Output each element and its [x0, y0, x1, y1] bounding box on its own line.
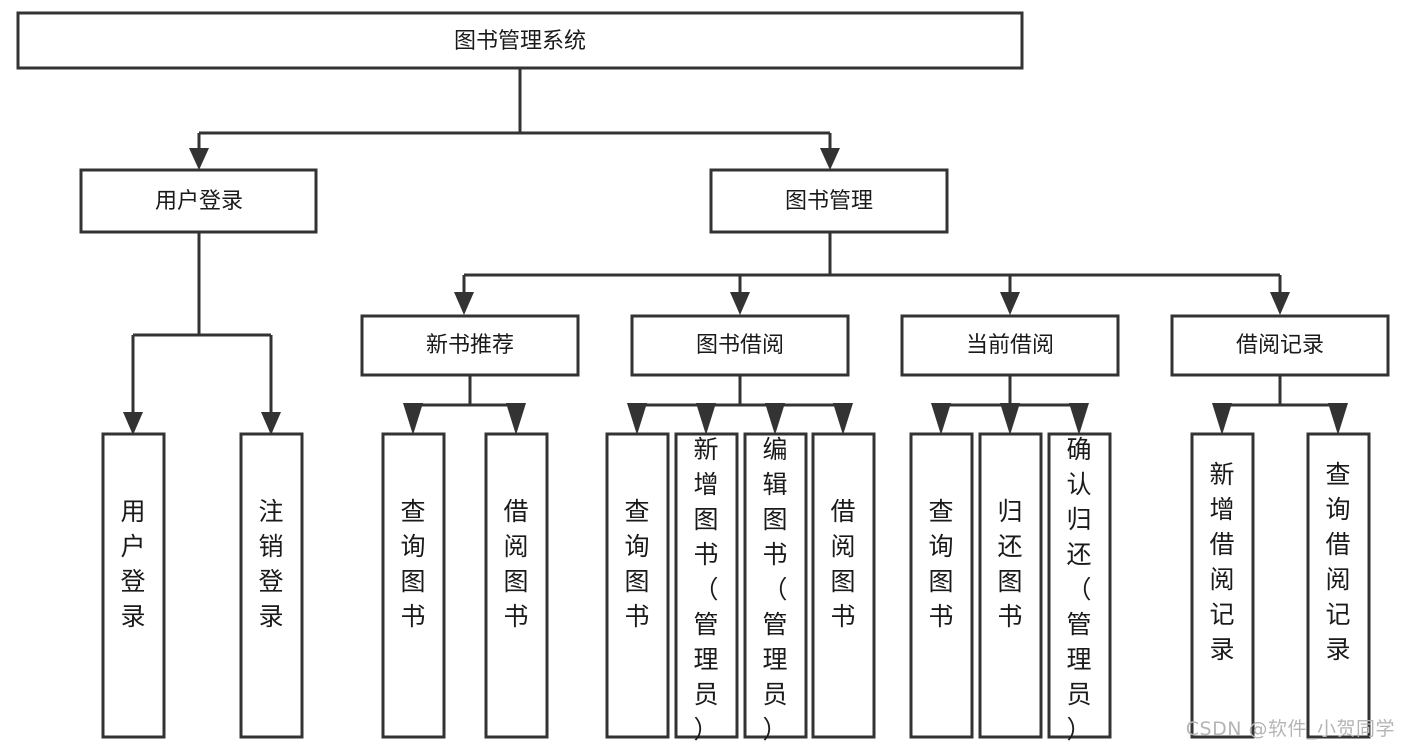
arrow-head-currentborrow: [1000, 292, 1020, 315]
leaf-node-borrow-book-2[interactable]: 借阅图书: [811, 432, 876, 739]
leaf-node-borrow-book-2-label: 借阅图书: [830, 497, 855, 631]
arrow-head-newbook-leaf-1: [403, 403, 423, 435]
node-current-borrow[interactable]: 当前借阅: [900, 314, 1120, 377]
leaf-node-user-login-label: 用户登录: [120, 497, 145, 631]
connector-group-newbook: [403, 375, 526, 435]
arrow-head-currentborrow-leaf-3: [1069, 403, 1089, 435]
arrow-head-borrowrecord: [1270, 292, 1290, 315]
leaf-node-logout-label: 注销登录: [258, 497, 283, 631]
leaf-node-query-book-1-label: 查询图书: [400, 497, 425, 631]
leaf-node-borrow-book-1-box[interactable]: [484, 432, 549, 739]
connector-group-user-login: [123, 232, 281, 435]
node-borrow-record-box[interactable]: [1170, 314, 1390, 377]
arrow-head-book-mgmt: [820, 148, 840, 170]
node-root-system[interactable]: 图书管理系统: [16, 11, 1024, 70]
leaf-node-confirm-return-box[interactable]: [1047, 432, 1112, 739]
arrow-head-newbook-leaf-2: [506, 403, 526, 435]
arrow-head-bookborrow-leaf-1: [627, 403, 647, 435]
node-book-management-box[interactable]: [709, 168, 949, 234]
node-book-borrow-label: 图书借阅: [696, 333, 784, 358]
node-new-book-recommend[interactable]: 新书推荐: [360, 314, 580, 377]
leaf-node-edit-book[interactable]: 编辑图书（管理员）: [743, 432, 808, 744]
connector-group-borrowrecord: [1212, 375, 1348, 435]
connector-group-currentborrow: [931, 375, 1089, 435]
arrow-head-currentborrow-leaf-2: [1000, 403, 1020, 435]
node-current-borrow-label: 当前借阅: [966, 333, 1054, 358]
leaf-node-query-book-2-box[interactable]: [605, 432, 670, 739]
leaf-node-user-login[interactable]: 用户登录: [101, 432, 166, 739]
node-book-borrow-box[interactable]: [630, 314, 850, 377]
node-user-login-box[interactable]: [79, 168, 318, 234]
leaf-node-borrow-book-2-box[interactable]: [811, 432, 876, 739]
csdn-watermark: CSDN @软件_小贺同学: [1185, 718, 1395, 740]
node-borrow-record-label: 借阅记录: [1236, 333, 1324, 358]
node-user-login-label: 用户登录: [155, 189, 243, 214]
node-new-book-recommend-box[interactable]: [360, 314, 580, 377]
leaf-node-query-borrow-record[interactable]: 查询借阅记录: [1306, 432, 1371, 739]
leaf-node-logout[interactable]: 注销登录: [239, 432, 304, 739]
node-user-login[interactable]: 用户登录: [79, 168, 318, 234]
leaf-node-logout-box[interactable]: [239, 432, 304, 739]
leaf-node-query-borrow-record-box[interactable]: [1306, 432, 1371, 739]
arrow-head-currentborrow-leaf-1: [931, 403, 951, 435]
node-book-management[interactable]: 图书管理: [709, 168, 949, 234]
node-borrow-record[interactable]: 借阅记录: [1170, 314, 1390, 377]
leaf-node-confirm-return[interactable]: 确认归还（管理员）: [1047, 432, 1112, 744]
leaf-node-query-book-1-box[interactable]: [381, 432, 446, 739]
leaf-node-query-book-1[interactable]: 查询图书: [381, 432, 446, 739]
arrow-head-bookborrow: [730, 292, 750, 315]
arrow-head-borrowrecord-leaf-2: [1328, 403, 1348, 435]
node-current-borrow-box[interactable]: [900, 314, 1120, 377]
leaf-node-query-book-3[interactable]: 查询图书: [909, 432, 974, 739]
node-root-system-box[interactable]: [16, 11, 1024, 70]
leaf-node-query-book-2[interactable]: 查询图书: [605, 432, 670, 739]
node-root-system-label: 图书管理系统: [454, 29, 586, 54]
leaf-node-add-book[interactable]: 新增图书（管理员）: [674, 432, 739, 744]
leaf-node-borrow-book-1[interactable]: 借阅图书: [484, 432, 549, 739]
leaf-node-edit-book-box[interactable]: [743, 432, 808, 739]
leaf-node-add-borrow-record-label: 新增借阅记录: [1209, 460, 1234, 664]
arrow-head-newbook: [454, 292, 474, 315]
leaf-node-return-book-label: 归还图书: [997, 497, 1022, 631]
leaf-node-edit-book-label: 编辑图书（管理员）: [762, 435, 787, 744]
node-book-management-label: 图书管理: [785, 189, 873, 214]
leaf-node-return-book[interactable]: 归还图书: [978, 432, 1043, 739]
arrow-head-borrowrecord-leaf-1: [1212, 403, 1232, 435]
leaf-node-add-borrow-record[interactable]: 新增借阅记录: [1190, 432, 1255, 739]
node-book-borrow[interactable]: 图书借阅: [630, 314, 850, 377]
leaf-node-user-login-box[interactable]: [101, 432, 166, 739]
arrow-head-user-login: [189, 148, 209, 170]
arrow-head-bookborrow-leaf-4: [833, 403, 853, 435]
leaf-node-add-book-box[interactable]: [674, 432, 739, 739]
arrow-head-bookborrow-leaf-2: [696, 403, 716, 435]
leaf-node-borrow-book-1-label: 借阅图书: [503, 497, 528, 631]
arrow-head-bookborrow-leaf-3: [765, 403, 785, 435]
leaf-node-query-book-3-box[interactable]: [909, 432, 974, 739]
connector-group-root: [189, 68, 840, 170]
node-new-book-recommend-label: 新书推荐: [426, 333, 514, 358]
leaf-node-query-book-3-label: 查询图书: [928, 497, 953, 631]
leaf-node-add-borrow-record-box[interactable]: [1190, 432, 1255, 739]
leaf-node-return-book-box[interactable]: [978, 432, 1043, 739]
leaf-node-add-book-label: 新增图书（管理员）: [693, 435, 718, 744]
arrow-head-leaf-user-login: [123, 412, 143, 435]
arrow-head-leaf-logout: [261, 412, 281, 435]
leaf-node-query-borrow-record-label: 查询借阅记录: [1325, 460, 1350, 664]
leaf-node-query-book-2-label: 查询图书: [624, 497, 649, 631]
connector-group-book-mgmt: [454, 232, 1290, 315]
connector-group-bookborrow: [627, 375, 853, 435]
leaf-node-confirm-return-label: 确认归还（管理员）: [1066, 435, 1091, 744]
